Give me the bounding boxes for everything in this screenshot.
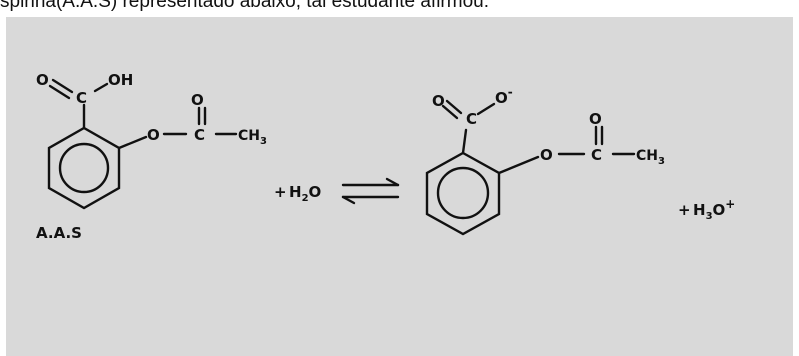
hydronium-formula: H3O+ bbox=[693, 197, 735, 222]
product-ring-ester-bond bbox=[497, 155, 540, 175]
product-carbonyl-o: O bbox=[432, 92, 445, 110]
product-carboxylate-c: C bbox=[466, 110, 477, 128]
product-aromatic-circle bbox=[436, 166, 490, 220]
product-ester-c: C bbox=[591, 146, 602, 164]
reactant-ester-c: C bbox=[194, 126, 205, 144]
reactant-hydroxyl: OH bbox=[108, 71, 133, 89]
hydronium-term: + H3O+ bbox=[678, 197, 735, 222]
reactant-ring-ester-bond bbox=[117, 135, 148, 150]
product-methyl: CH3 bbox=[636, 148, 665, 167]
product-ester-o: O bbox=[540, 146, 553, 164]
reactant-methyl: CH3 bbox=[238, 128, 267, 147]
plus-sign: + bbox=[274, 183, 287, 201]
reaction-panel: O C OH O O C CH3 A.A.S + H2O bbox=[6, 17, 793, 356]
water-formula: H2O bbox=[289, 183, 321, 204]
product-ester-carbonyl-o: O bbox=[589, 110, 602, 128]
product-co-double-bond-2 bbox=[441, 104, 459, 120]
equilibrium-arrows-icon bbox=[341, 177, 400, 205]
reactant-c-oh-bond bbox=[93, 82, 109, 93]
reaction-diagram: O C OH O O C CH3 A.A.S + H2O bbox=[36, 71, 735, 242]
reactant-carbonyl-o: O bbox=[36, 71, 49, 89]
product-carboxylate-o: O- bbox=[495, 85, 513, 107]
reactant-co-double-bond-1 bbox=[51, 78, 74, 94]
product-c-o-bond bbox=[476, 102, 496, 116]
product-ring-carboxylate-bond bbox=[461, 128, 468, 155]
reactant-co-double-bond-2 bbox=[48, 84, 71, 100]
plus-sign-2: + bbox=[678, 201, 691, 219]
reactant-aromatic-circle bbox=[58, 142, 110, 194]
product-molecule: O C O- O O C CH3 bbox=[425, 85, 665, 236]
reactant-ester-o: O bbox=[147, 126, 160, 144]
reactant-ester-carbonyl-o: O bbox=[191, 91, 204, 109]
reactant-carboxyl-c: C bbox=[76, 89, 87, 107]
product-co-double-bond-1 bbox=[445, 99, 463, 115]
water-term: + H2O bbox=[274, 183, 321, 204]
question-caption: spirina(A.A.S) representado abaixo, tal … bbox=[0, 0, 489, 12]
reactant-name-label: A.A.S bbox=[36, 224, 82, 242]
reactant-molecule: O C OH O O C CH3 A.A.S bbox=[36, 71, 267, 242]
